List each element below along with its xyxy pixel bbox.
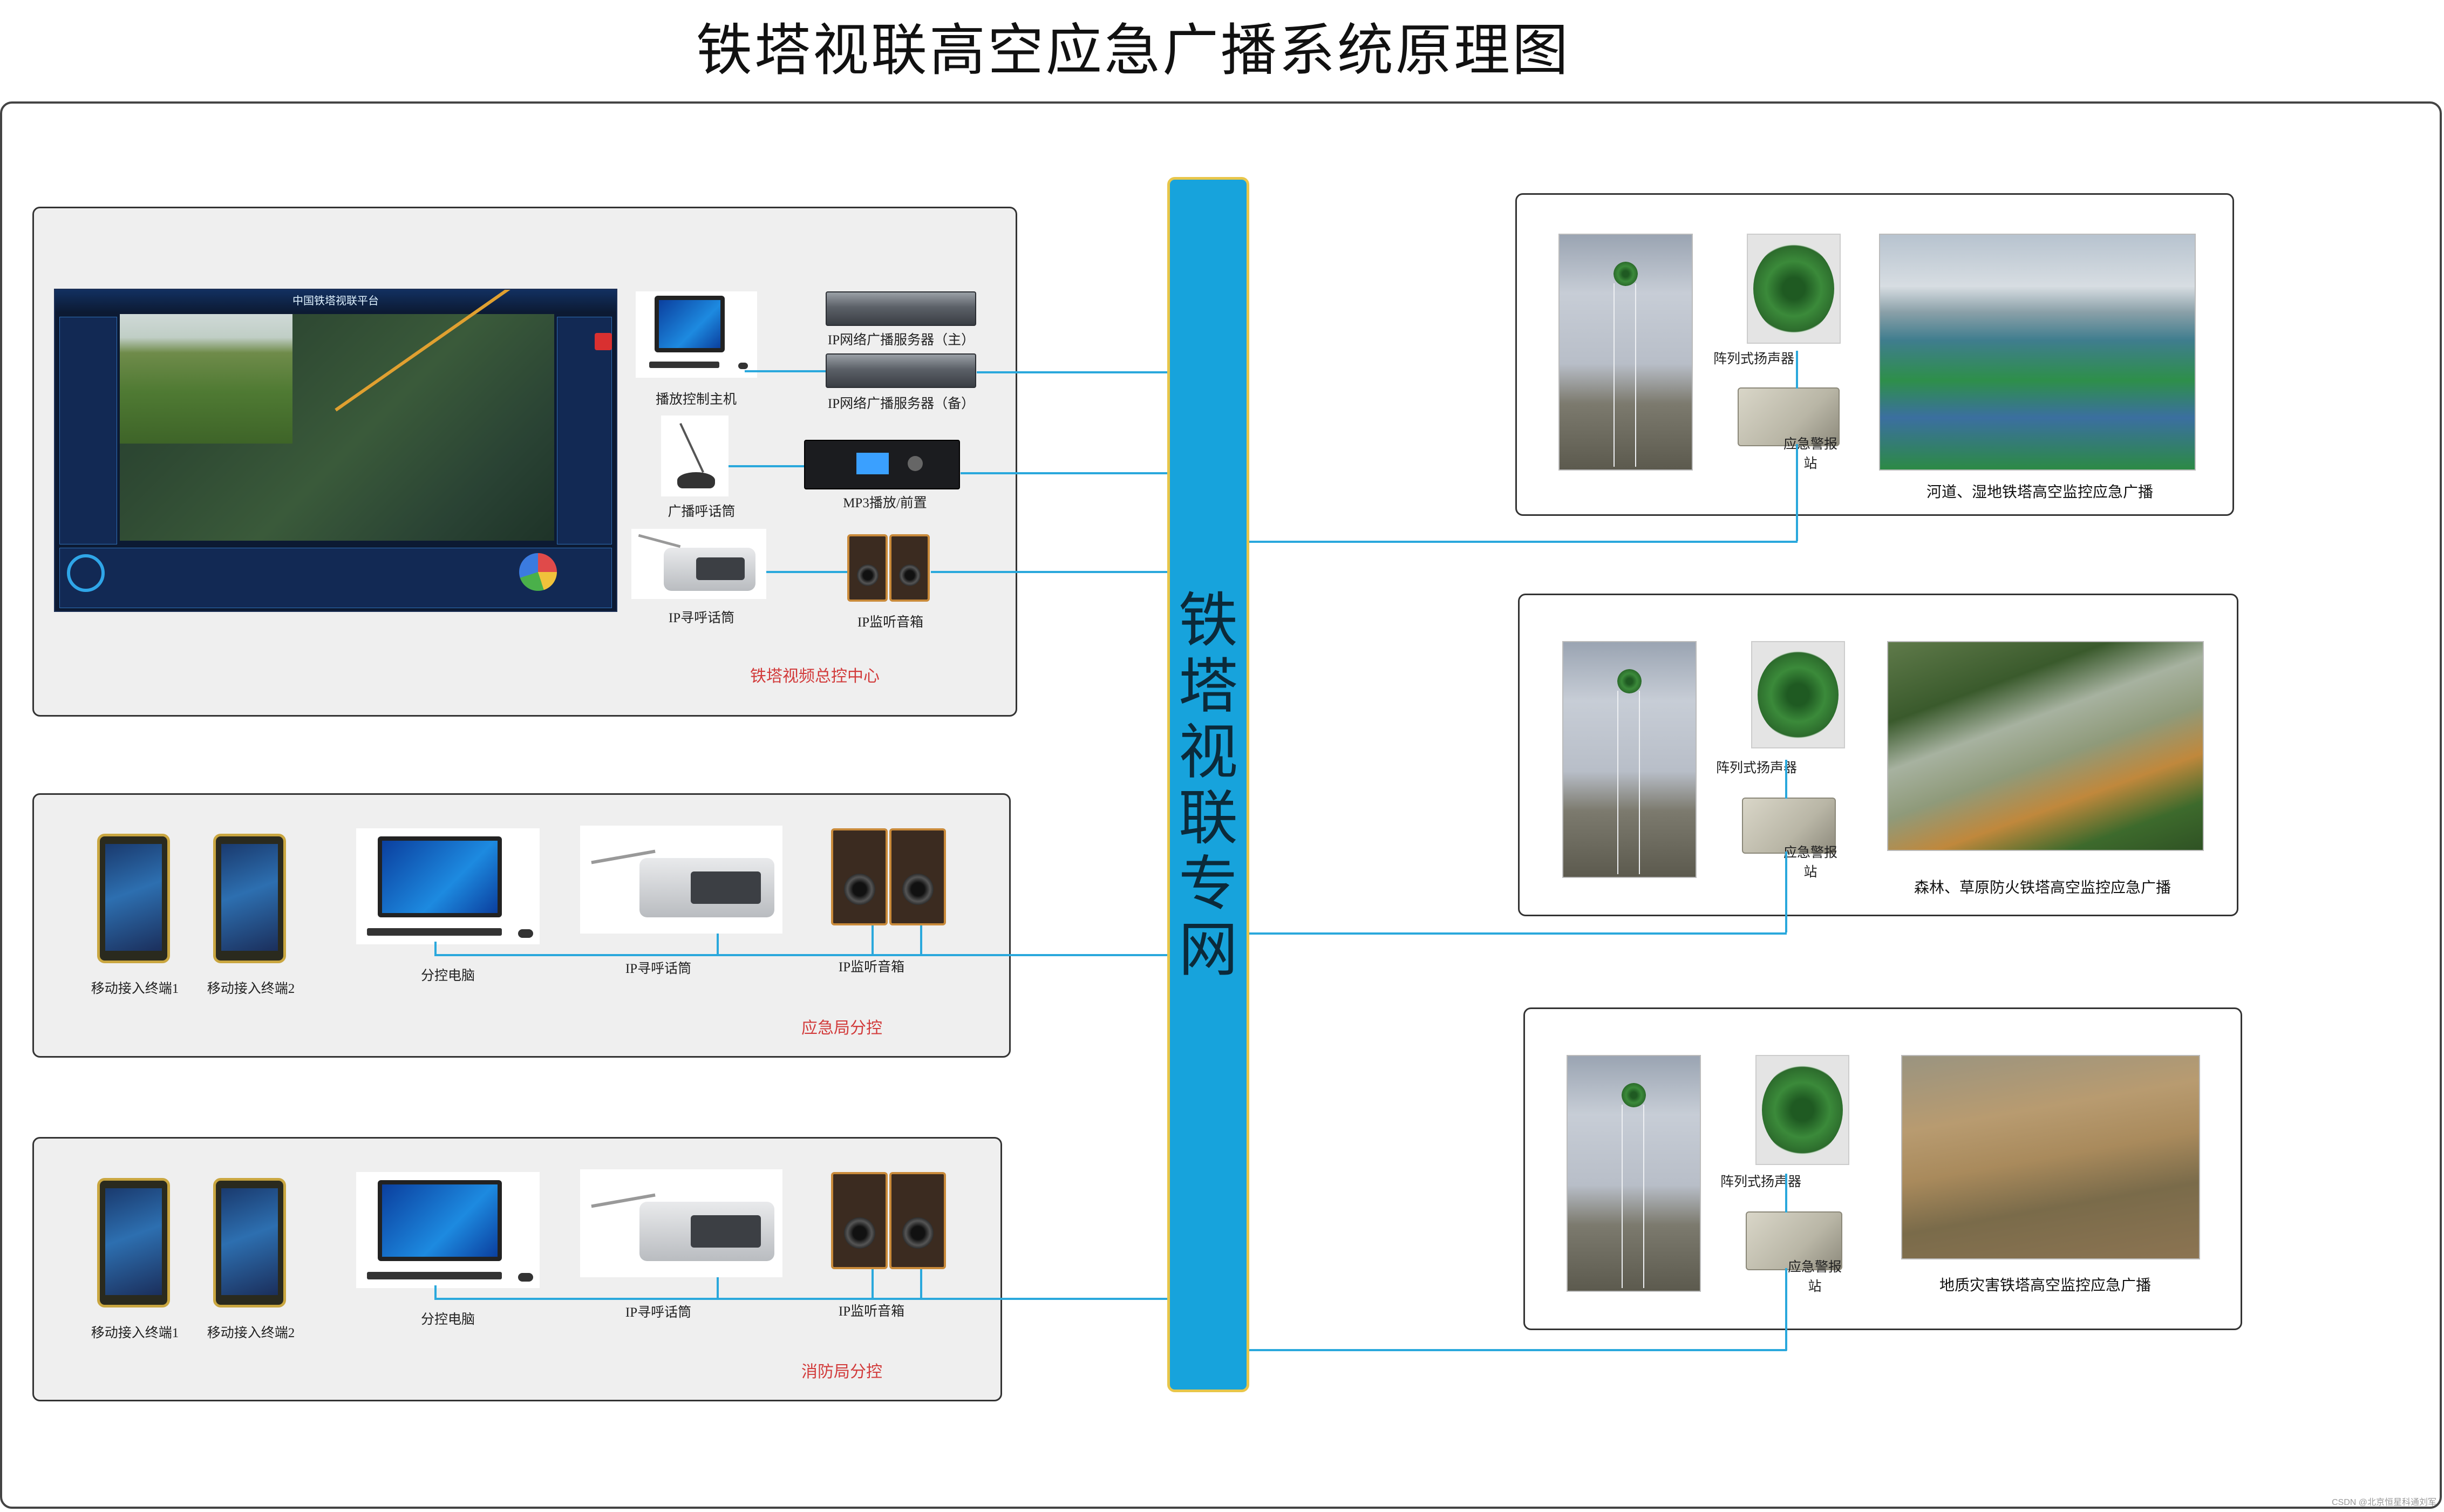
field-photo (120, 314, 292, 444)
drop-emg-mic (717, 934, 719, 955)
fire-branch-caption: 消防局分控 (782, 1358, 901, 1382)
site1-array-speaker-icon (1747, 234, 1841, 344)
site1-drop-a (1796, 351, 1798, 389)
branch-pc-icon (356, 828, 540, 944)
terminal1-icon (97, 834, 170, 963)
site2-drop-b (1785, 852, 1787, 932)
link-ipmic-speaker (766, 571, 847, 573)
site1-caption: 河道、湿地铁塔高空监控应急广播 (1883, 480, 2196, 502)
site2-speaker-label: 阵列式扬声器 (1703, 757, 1810, 777)
site1-speaker-label: 阵列式扬声器 (1700, 348, 1808, 367)
left-panel (59, 317, 117, 544)
site3-speaker-label: 阵列式扬声器 (1707, 1171, 1815, 1190)
keyboard-icon (649, 362, 719, 368)
diagram-title: 铁塔视联高空应急广播系统原理图 (0, 4, 2266, 86)
site2-array-speaker-icon (1751, 641, 1845, 748)
alert-button[interactable] (595, 333, 612, 350)
site3-array-speaker-icon (1755, 1055, 1849, 1165)
site1-tower-photo (1558, 234, 1693, 471)
host-computer (636, 291, 757, 378)
site3-caption: 地质灾害铁塔高空监控应急广播 (1889, 1273, 2202, 1295)
platform-title: 中国铁塔视联平台 (55, 292, 616, 308)
drop-fire-mic (717, 1277, 719, 1299)
server-main-label: IP网络广播服务器（主） (815, 329, 988, 349)
site1-wetland-photo (1879, 234, 2196, 471)
site3-drop-a (1785, 1174, 1787, 1213)
host-monitor-icon (655, 296, 725, 352)
fire-terminal1-icon (97, 1178, 170, 1307)
platform-screen: 中国铁塔视联平台 (54, 289, 617, 612)
drop-fire-spk1 (872, 1269, 874, 1299)
link-bmic-mp3 (729, 465, 804, 467)
pie-chart-icon (519, 553, 557, 591)
site3-drop-b (1785, 1268, 1787, 1351)
drop-fire-pc (434, 1285, 437, 1299)
drop-emg-spk1 (872, 925, 874, 955)
branch-ip-mic-label: IP寻呼话筒 (604, 958, 712, 977)
branch-ip-mic-icon (580, 826, 782, 934)
mp3-label: MP3播放/前置 (799, 492, 971, 512)
terminal2-icon (213, 834, 286, 963)
fire-pc-icon (356, 1172, 540, 1288)
site1-link (1249, 541, 1798, 543)
site3-tower-photo (1567, 1055, 1701, 1292)
site2-drop-a (1785, 760, 1787, 799)
site2-caption: 森林、草原防火铁塔高空监控应急广播 (1886, 876, 2199, 897)
site2-station-label: 应急警报站 (1781, 842, 1840, 881)
fire-speaker-label: IP监听音箱 (823, 1300, 920, 1320)
server-backup-icon (826, 353, 976, 388)
ip-speaker-label: IP监听音箱 (842, 611, 939, 631)
broadcast-mic-label: 广播呼话筒 (653, 501, 750, 520)
ip-mic-label: IP寻呼话筒 (648, 607, 755, 626)
branch-pc-label: 分控电脑 (394, 965, 502, 984)
link-emergency (434, 954, 1167, 956)
fire-terminal2-label: 移动接入终端2 (197, 1322, 305, 1341)
fire-terminal1-label: 移动接入终端1 (81, 1322, 189, 1341)
emergency-branch-caption: 应急局分控 (782, 1014, 901, 1038)
right-panel (557, 317, 612, 544)
server-backup-label: IP网络广播服务器（备） (815, 393, 988, 412)
fire-pc-label: 分控电脑 (394, 1309, 502, 1328)
terminal1-label: 移动接入终端1 (81, 978, 189, 997)
ip-speaker-left-icon (847, 534, 888, 602)
mouse-icon (738, 363, 748, 369)
broadcast-mic-icon (661, 416, 729, 496)
branch-speaker-left-icon (831, 828, 888, 925)
site3-link (1249, 1349, 1787, 1351)
branch-speaker-right-icon (889, 828, 946, 925)
link-mp3 (961, 472, 1167, 474)
site2-tower-photo (1562, 641, 1697, 878)
mp3-player-icon (804, 440, 960, 489)
link-server-main (977, 371, 1167, 373)
site2-forest-photo (1887, 641, 2204, 851)
ip-mic-icon (631, 529, 766, 599)
server-main-icon (826, 291, 976, 326)
ip-speaker-right-icon (889, 534, 930, 602)
site1-drop-b (1796, 444, 1798, 541)
fire-terminal2-icon (213, 1178, 286, 1307)
site1-station-label: 应急警报站 (1778, 433, 1843, 472)
site3-landslide-photo (1901, 1055, 2200, 1259)
drop-fire-spk2 (920, 1269, 922, 1299)
branch-speaker-label: IP监听音箱 (823, 956, 920, 976)
fire-speaker-right-icon (889, 1172, 946, 1269)
site2-link (1249, 932, 1787, 935)
site3-station-label: 应急警报站 (1785, 1256, 1844, 1295)
link-fire (434, 1298, 1167, 1300)
watermark: CSDN @北京恒星科通刘军 (2332, 1495, 2436, 1508)
drop-emg-spk2 (920, 925, 922, 955)
gauge-icon (67, 554, 105, 592)
fire-ip-mic-icon (580, 1169, 782, 1277)
terminal2-label: 移动接入终端2 (197, 978, 305, 997)
host-label: 播放控制主机 (642, 389, 750, 408)
drop-emg-pc (434, 942, 437, 955)
fire-speaker-left-icon (831, 1172, 888, 1269)
fire-ip-mic-label: IP寻呼话筒 (604, 1302, 712, 1321)
backbone-label: 铁塔视联专网 (1167, 588, 1249, 983)
link-speaker (931, 571, 1167, 573)
link-host-server (745, 370, 826, 372)
control-center-caption: 铁塔视频总控中心 (718, 663, 912, 686)
